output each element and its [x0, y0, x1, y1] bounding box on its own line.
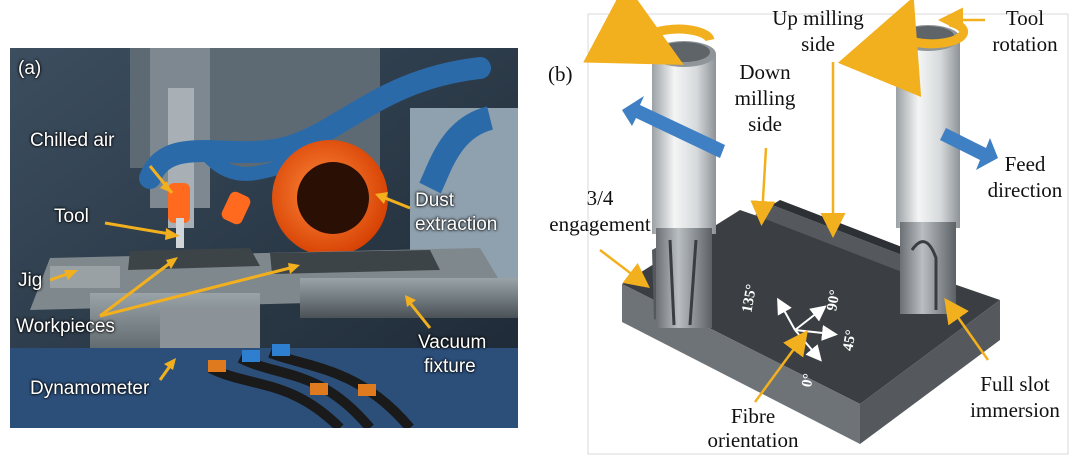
label-feed-direction-1: Feed — [1004, 152, 1046, 176]
label-vacuum-fixture-1: Vacuum — [418, 332, 487, 353]
label-engagement-2: engagement — [549, 212, 651, 236]
label-fibre-orientation-1: Fibre — [730, 404, 776, 428]
label-tool-rotation-2: rotation — [992, 32, 1058, 56]
label-engagement-1: 3/4 — [586, 186, 614, 210]
label-jig: Jig — [18, 270, 43, 291]
photo-illustration — [10, 48, 518, 428]
label-tool: Tool — [54, 206, 89, 227]
angle-0: 0° — [799, 372, 818, 389]
label-up-milling-1: Up milling — [772, 6, 864, 30]
label-full-slot-1: Full slot — [980, 372, 1050, 396]
label-feed-direction-2: direction — [987, 178, 1063, 202]
label-dust-extraction-2: extraction — [415, 214, 498, 235]
label-down-milling-3: side — [748, 112, 782, 136]
label-vacuum-fixture-2: fixture — [424, 356, 476, 377]
label-full-slot-2: immersion — [970, 398, 1060, 422]
panel-a-tag: (a) — [18, 58, 42, 79]
label-tool-rotation-1: Tool — [1005, 6, 1045, 30]
label-dynamometer: Dynamometer — [30, 378, 150, 399]
label-fibre-orientation-2: orientation — [707, 428, 799, 452]
angle-90: 90° — [824, 288, 844, 313]
schematic-drawing — [583, 0, 1069, 455]
angle-45: 45° — [840, 328, 860, 353]
label-workpieces: Workpieces — [16, 316, 115, 337]
label-down-milling-2: milling — [734, 86, 796, 110]
label-chilled-air: Chilled air — [30, 130, 115, 151]
machining-setup-photo: (a) Chilled air Tool Dust extraction Jig… — [10, 48, 518, 428]
slot-milling-schematic: (b) Up milling side Down milling side To… — [540, 0, 1077, 456]
label-up-milling-2: side — [801, 32, 835, 56]
panel-b-tag: (b) — [548, 62, 573, 86]
label-down-milling-1: Down — [739, 60, 791, 84]
label-dust-extraction-1: Dust — [415, 190, 455, 211]
